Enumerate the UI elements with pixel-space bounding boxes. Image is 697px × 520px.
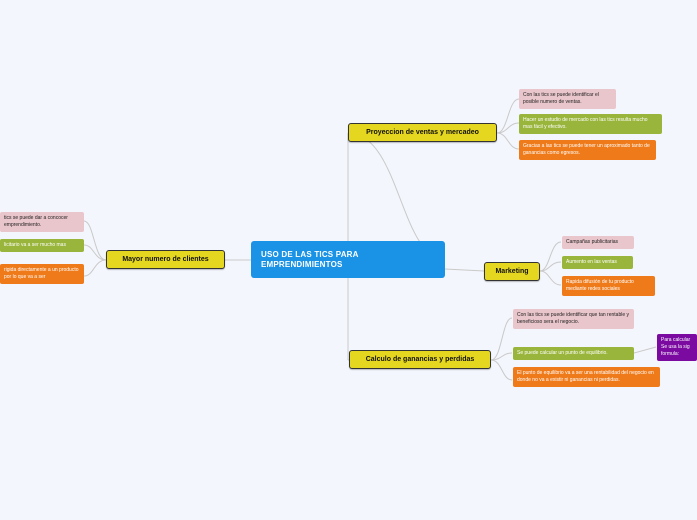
clientes-item-2[interactable]: licitario va a ser mucho mas	[0, 239, 84, 252]
branch-clientes[interactable]: Mayor numero de clientes	[106, 250, 225, 269]
marketing-item-2[interactable]: Aumento en las ventas	[562, 256, 633, 269]
proyeccion-item-2[interactable]: Hacer un estudio de mercado con las tics…	[519, 114, 662, 134]
calculo-item-1[interactable]: Con las tics se puede identificar que ta…	[513, 309, 634, 329]
calculo-formula-note[interactable]: Para calcular Se usa la sig formula:	[657, 334, 697, 361]
proyeccion-item-3[interactable]: Gracias a las tics se puede tener un apr…	[519, 140, 656, 160]
marketing-item-1[interactable]: Campañas publicitarias	[562, 236, 634, 249]
central-topic[interactable]: USO DE LAS TICS PARA EMPRENDIMIENTOS	[251, 241, 445, 278]
marketing-item-3[interactable]: Rapida difusión de tu producto mediante …	[562, 276, 655, 296]
clientes-item-3[interactable]: rigida directamente a un producto por lo…	[0, 264, 84, 284]
branch-marketing[interactable]: Marketing	[484, 262, 540, 281]
branch-proyeccion[interactable]: Proyeccion de ventas y mercadeo	[348, 123, 497, 142]
branch-calculo[interactable]: Calculo de ganancias y perdidas	[349, 350, 491, 369]
calculo-item-3[interactable]: El punto de equilibrio va a ser una rent…	[513, 367, 660, 387]
proyeccion-item-1[interactable]: Con las tics se puede identificar el pos…	[519, 89, 616, 109]
calculo-item-2[interactable]: Se puede calcular un punto de equilibrio…	[513, 347, 634, 360]
clientes-item-1[interactable]: tics se puede dar a concocer emprendimie…	[0, 212, 84, 232]
